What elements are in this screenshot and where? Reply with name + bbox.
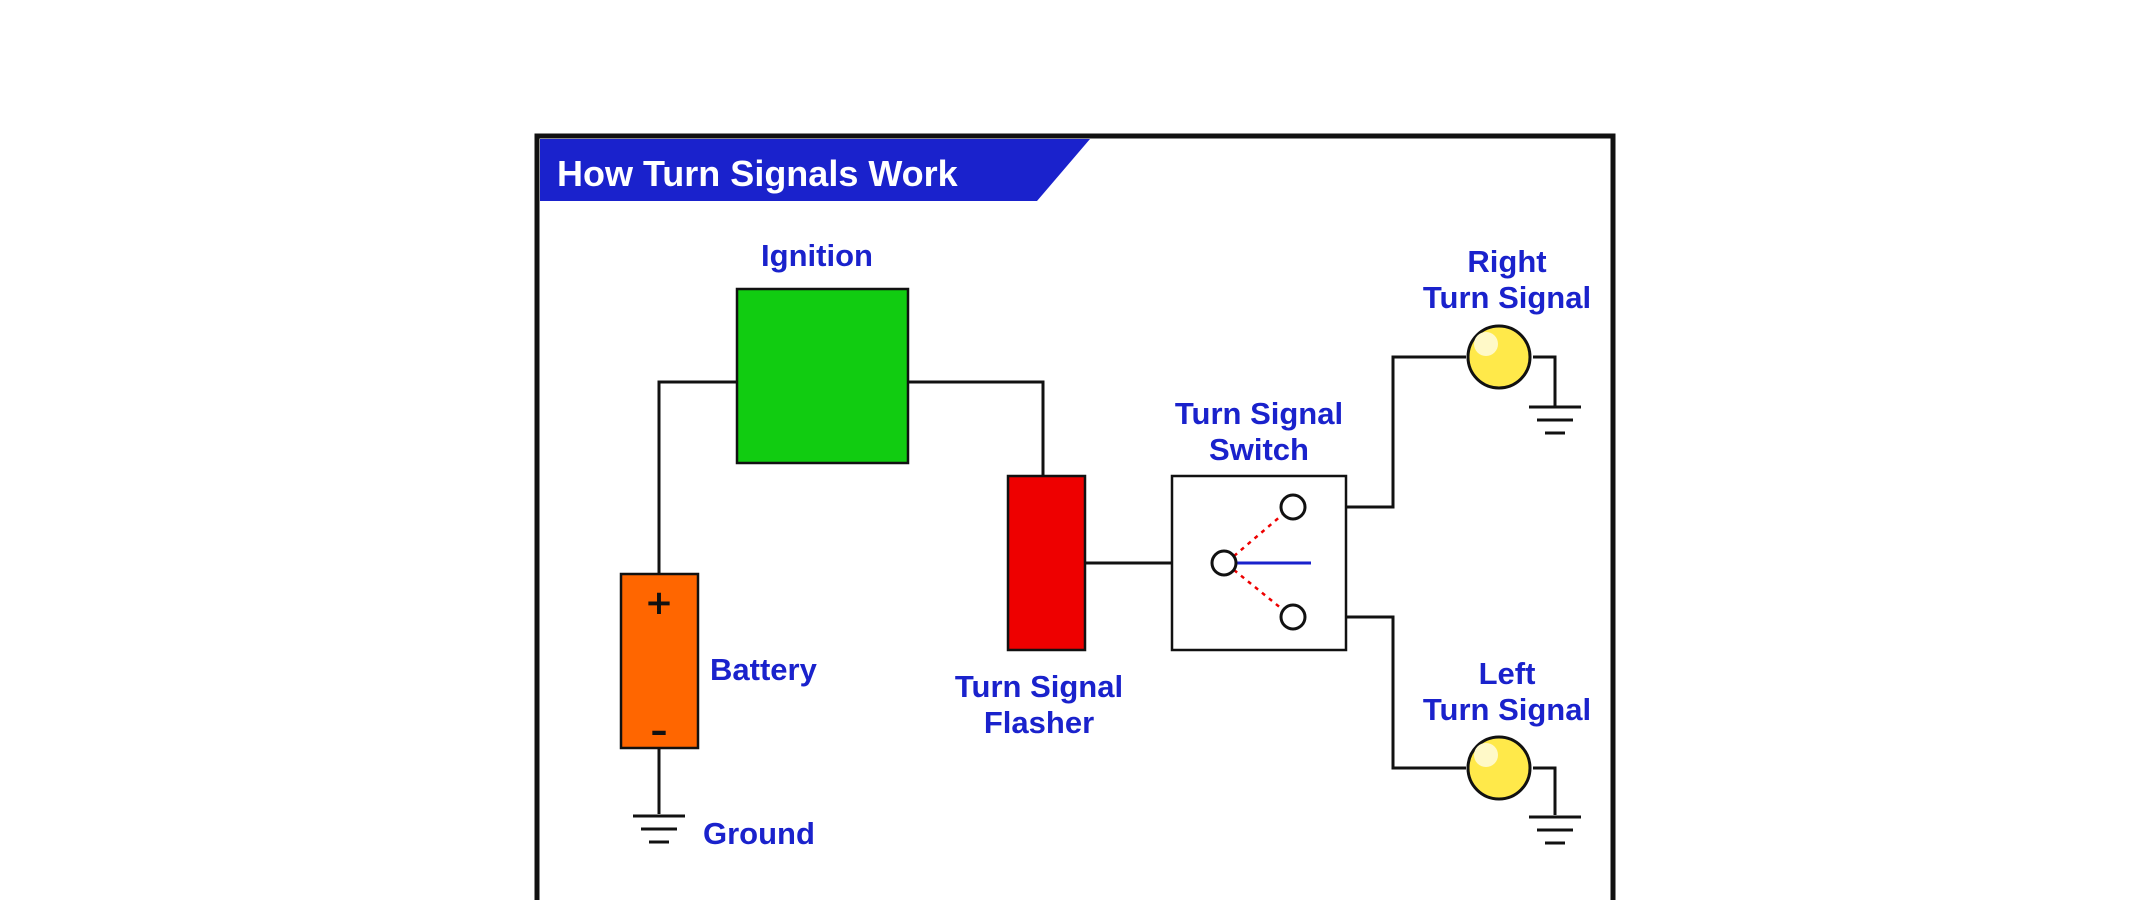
battery-plus-sign: +	[645, 583, 674, 623]
battery-label: Battery	[710, 652, 818, 687]
switch-terminal-left	[1279, 603, 1307, 631]
right-signal-bulb-icon	[1466, 324, 1532, 390]
flasher-label-line2: Flasher	[984, 705, 1094, 740]
diagram-title: How Turn Signals Work	[557, 153, 959, 194]
switch-terminal-common	[1210, 549, 1238, 577]
switch-label-line2: Switch	[1209, 432, 1309, 467]
switch-label-line1: Turn Signal	[1175, 396, 1343, 431]
wire-battery-to-ignition	[657, 380, 737, 574]
flasher-label-line1: Turn Signal	[955, 669, 1123, 704]
left-signal-bulb-icon	[1466, 735, 1532, 801]
wire-switch-to-left-signal	[1306, 615, 1466, 770]
flasher-box	[1006, 474, 1087, 652]
ground-symbol-right-signal	[1529, 405, 1581, 435]
switch-terminal-right	[1279, 493, 1307, 521]
right-signal-label-line2: Turn Signal	[1423, 280, 1591, 315]
wire-right-signal-to-ground	[1533, 355, 1557, 406]
ignition-box	[735, 287, 910, 465]
title-banner	[540, 139, 1090, 201]
right-signal-bulb-glint	[1474, 332, 1498, 356]
left-signal-label-line1: Left	[1479, 656, 1536, 691]
switch-contact-path-upper	[1233, 514, 1283, 557]
switch-contact-path-lower	[1233, 569, 1283, 610]
left-signal-label-line2: Turn Signal	[1423, 692, 1591, 727]
ground-symbol-battery	[633, 814, 685, 844]
ignition-label: Ignition	[761, 238, 873, 273]
battery-minus-sign: –	[651, 711, 668, 751]
wire-left-signal-to-ground	[1533, 766, 1557, 815]
ground-label: Ground	[703, 816, 815, 851]
right-signal-label-line1: Right	[1467, 244, 1546, 279]
left-signal-bulb-glint	[1474, 743, 1498, 767]
wire-ignition-to-flasher	[908, 380, 1045, 476]
wire-switch-to-right-signal	[1306, 355, 1466, 509]
battery-box	[619, 572, 700, 750]
ground-symbol-left-signal	[1529, 815, 1581, 845]
